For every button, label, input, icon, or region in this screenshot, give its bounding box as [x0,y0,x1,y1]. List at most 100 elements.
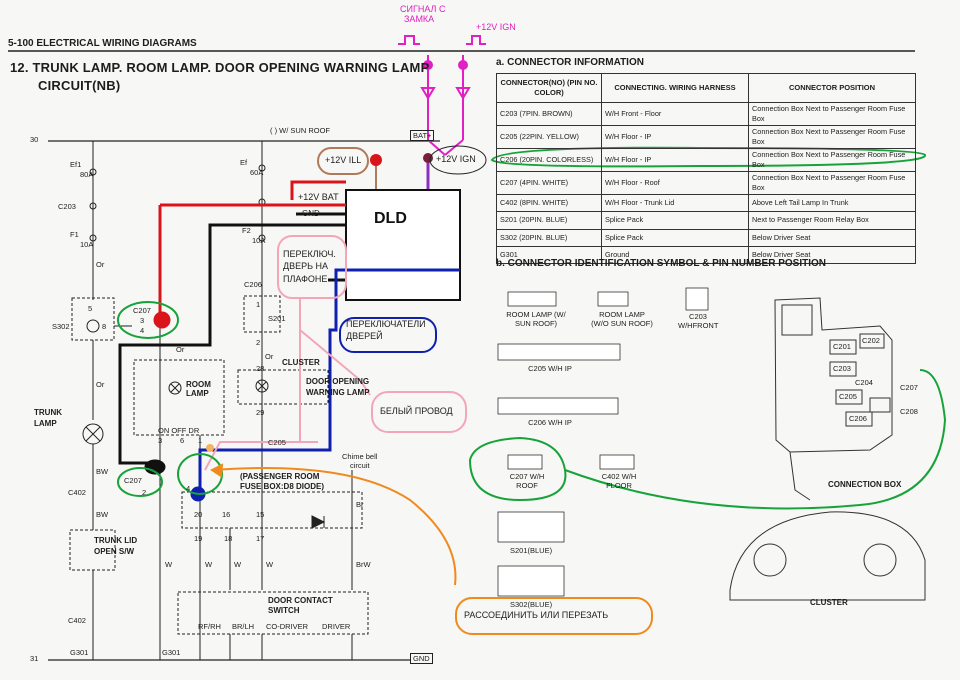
pin: 28 [256,364,265,373]
s302-circuit-label: S302 [52,322,70,331]
switch-label-3: ПЛАФОНЕ [283,274,328,284]
f1-label: F1 [70,230,79,239]
cb-label: C206 [849,414,867,423]
pin: 15 [256,510,265,519]
ign-label: +12V IGN [436,154,476,164]
wire-brw: BrW [356,560,371,569]
fuse-box-label-2: FUSE BOX:D8 DIODE) [240,482,325,491]
line-31-label: 31 [30,654,39,663]
fuse-box-label-1: (PASSENGER ROOM [240,472,320,481]
wire-w-3: W [234,560,242,569]
c206-label: C206 W/H IP [528,418,572,427]
trunk-lamp-label-1: TRUNK [34,408,62,417]
g301-label: G301 [70,648,89,657]
connection-box-drawing [774,297,893,501]
col-position: CONNECTOR POSITION [748,73,916,103]
s201-circuit-label: S201 [268,314,286,323]
s201-label: S201(BLUE) [510,546,553,555]
c206-circuit-label: C206 [244,280,262,289]
cb-label: C207 [900,383,918,392]
pin: 19 [194,534,203,543]
wire-w: W [165,560,173,569]
s302-label: S302(BLUE) [510,600,553,609]
disconnect-label: РАССОЕДИНИТЬ ИЛИ ПЕРЕЗАТЬ [464,610,609,620]
ef-right-amp: 60A [250,168,264,177]
door-label-codriver: CO-DRIVER [266,622,309,631]
cb-label: C208 [900,407,918,416]
white-wire-label: БЕЛЫЙ ПРОВОД [380,406,453,416]
on-off-dr-label: ON OFF DR [158,426,200,435]
pin: 29 [256,408,265,417]
connector-symbols [497,287,709,597]
cb-label: C205 [839,392,857,401]
bat-label: BAT+ [410,130,435,141]
fuse-box-area [177,470,369,660]
pin: 8 [102,322,107,331]
col-connector: CONNECTOR(NO) (PIN NO. COLOR) [496,73,602,103]
door-label-driver: DRIVER [322,622,351,631]
wire-or-3: Or [176,345,185,354]
door-switch-label-1: DOOR CONTACT [268,596,333,605]
ef1-amp: 80A [80,170,94,179]
purple-ign-wire [423,145,487,190]
c207-label: C207 W/H ROOF [509,472,545,490]
c402-bottom-label: C402 [68,616,86,625]
cb-label: C204 [855,378,873,387]
pin: 16 [222,510,231,519]
c203-label: C203 W/HFRONT [678,312,719,330]
ign-top-label: +12V IGN [476,22,516,32]
room-lamp-nosunroof-label: ROOM LAMP (W/O SUN ROOF) [591,310,653,328]
dld-box [345,189,461,301]
lock-signal-label-2: ЗАМКА [404,14,435,24]
magenta-annotation [398,35,486,156]
trunk-switch-label-1: TRUNK LID [94,536,138,545]
c205-circuit-label: C205 [268,438,286,447]
pin: 5 [88,304,93,313]
c203-circuit-label: C203 [58,202,76,211]
wire-w-2: W [205,560,213,569]
pin: 3 [140,316,145,325]
pin: 3 [158,436,163,445]
door-switch-label-2: SWITCH [268,606,300,615]
trunk-lamp-label-2: LAMP [34,419,57,428]
connection-box-label: CONNECTION BOX [828,480,902,489]
wire-bw: BW [96,467,109,476]
door-switches-label-1: ПЕРЕКЛЮЧАТЕЛИ [346,319,426,329]
c207-circuit-label: C207 [133,306,151,315]
red-bat-wire [153,180,346,329]
f2-amp: 10A [252,236,266,245]
wire-or: Or [96,260,105,269]
c402-circuit-label: C402 [68,488,86,497]
ef1-label: Ef1 [70,160,82,169]
wire-or-4: Or [265,352,274,361]
dld-label: DLD [374,210,407,227]
pin: 1 [256,300,261,309]
door-label-rf: RF/RH [198,622,221,631]
page-ref: 5-100 ELECTRICAL WIRING DIAGRAMS [8,38,197,49]
pin: 17 [256,534,265,543]
room-lamp-sunroof-label: ROOM LAMP (W/ SUN ROOF) [506,310,566,328]
cb-label: C201 [833,342,851,351]
pin: 1 [198,436,203,445]
connector-info-table: CONNECTOR(NO) (PIN NO. COLOR) CONNECTING… [496,73,916,265]
switch-label-2: ДВЕРЬ НА [283,261,329,271]
ef-right-label: Ef [240,158,248,167]
wire-bw-2: BW [96,510,109,519]
door-label-br: BR/LH [232,622,255,631]
c207-bottom-label: C207 [124,476,142,485]
pin: 18 [224,534,233,543]
room-lamp-branch [133,320,225,660]
orange-annotation [210,463,653,635]
g301-label-2: G301 [162,648,181,657]
col-harness: CONNECTING. WIRING HARNESS [601,73,749,103]
f2-label: F2 [242,226,251,235]
f1-amp: 10A [80,240,94,249]
connector-id-heading: b. CONNECTOR IDENTIFICATION SYMBOL & PIN… [496,258,827,269]
